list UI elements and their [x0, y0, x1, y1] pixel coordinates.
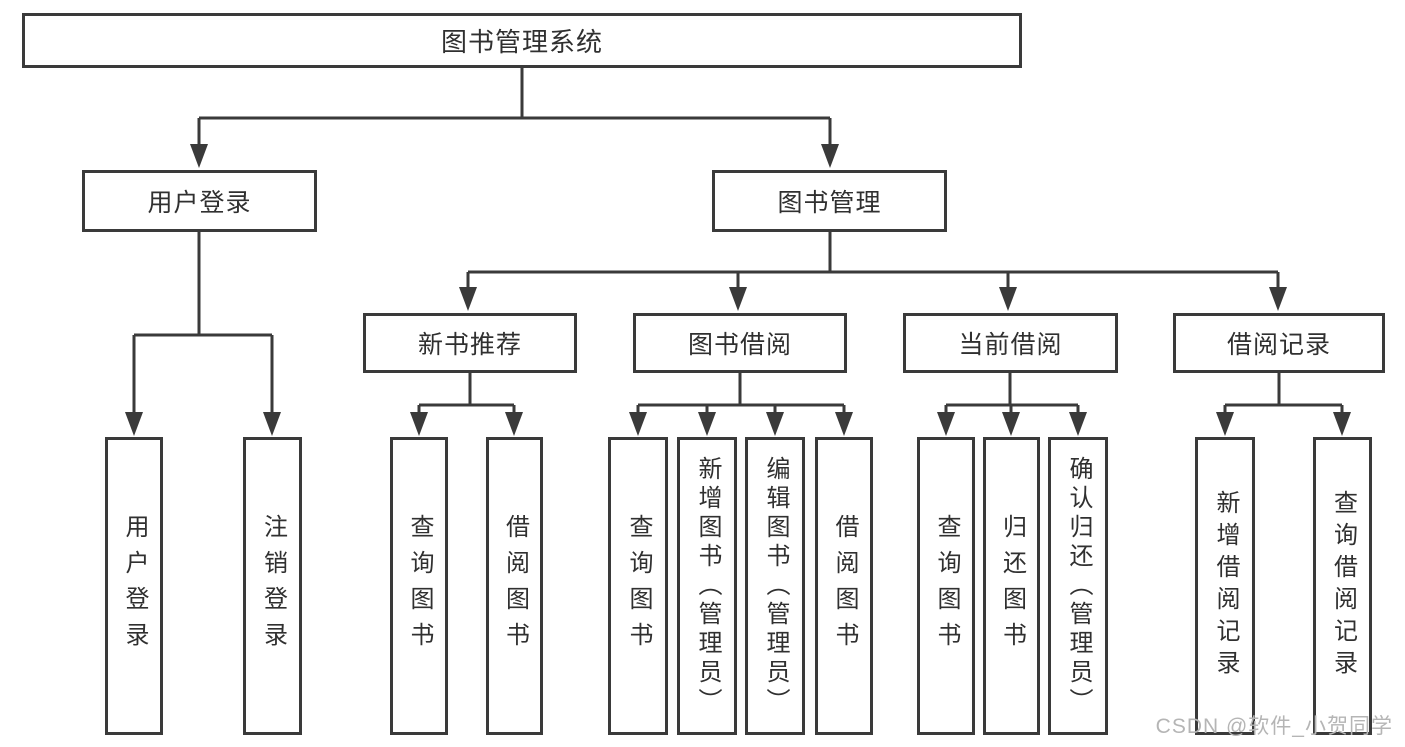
node-root-system: 图书管理系统 [22, 13, 1022, 68]
arrowheads [125, 144, 1351, 436]
node-current-borrowing: 当前借阅 [903, 313, 1118, 373]
node-book-borrowing: 图书借阅 [633, 313, 847, 373]
leaf-borrow-books-2: 借阅图书 [815, 437, 873, 735]
leaf-user-login: 用户登录 [105, 437, 163, 735]
node-new-book-recommend: 新书推荐 [363, 313, 577, 373]
leaf-query-borrow-record: 查询借阅记录 [1313, 437, 1372, 735]
leaf-edit-book-admin: 编辑图书（管理员） [745, 437, 805, 735]
leaf-query-books-2: 查询图书 [608, 437, 668, 735]
leaf-confirm-return-admin: 确认归还（管理员） [1048, 437, 1108, 735]
node-user-login-branch: 用户登录 [82, 170, 317, 232]
leaf-borrow-books-1: 借阅图书 [486, 437, 543, 735]
leaf-add-borrow-record: 新增借阅记录 [1195, 437, 1255, 735]
leaf-query-books-1: 查询图书 [390, 437, 448, 735]
leaf-return-books: 归还图书 [983, 437, 1040, 735]
leaf-query-books-3: 查询图书 [917, 437, 975, 735]
leaf-add-book-admin: 新增图书（管理员） [677, 437, 737, 735]
csdn-watermark: CSDN @软件_小贺同学 [1155, 715, 1393, 738]
node-borrowing-records: 借阅记录 [1173, 313, 1385, 373]
leaf-logout: 注销登录 [243, 437, 302, 735]
node-book-management: 图书管理 [712, 170, 947, 232]
